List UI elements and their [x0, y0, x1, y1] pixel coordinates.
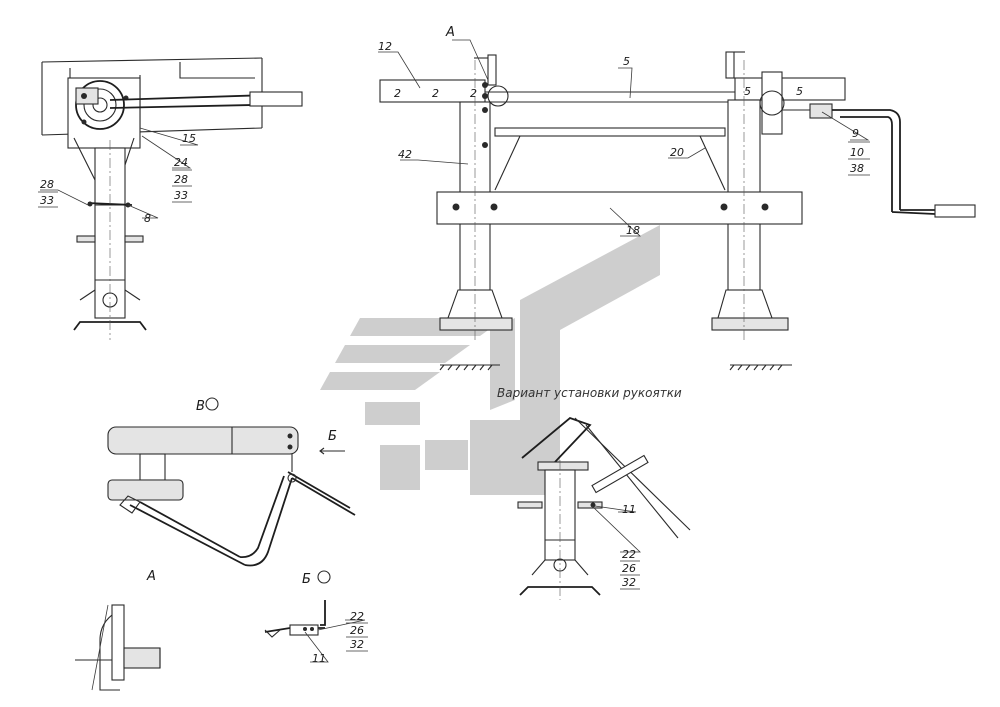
view-label-b-arrow: Б: [328, 429, 337, 444]
callout-8: 8: [144, 212, 151, 225]
callout-28-upper: 28: [174, 173, 188, 186]
callout-26-variant: 26: [622, 562, 636, 575]
view-label-v: В: [196, 399, 205, 414]
callout-26-detail: 26: [350, 624, 364, 637]
rotate-symbol-icon-2: [317, 570, 331, 584]
front-view: [379, 51, 976, 371]
callout-33-upper: 33: [174, 189, 188, 202]
rotate-symbol-icon: [205, 397, 219, 411]
watermark-logo: [320, 225, 660, 495]
callout-9: 9: [852, 127, 859, 140]
leader-lines: [40, 39, 870, 663]
mark-5-a: 5: [744, 85, 751, 98]
callout-38: 38: [850, 162, 864, 175]
callout-22-variant: 22: [622, 548, 636, 561]
callout-11-detail: 11: [312, 652, 326, 665]
callout-20: 20: [670, 146, 684, 159]
beam-marks: 2 2 2 5 5: [394, 85, 803, 100]
callout-28-left: 28: [40, 178, 54, 191]
callout-33-left: 33: [40, 194, 54, 207]
mark-2-a: 2: [394, 87, 401, 100]
callout-11-variant: 11: [622, 503, 636, 516]
detail-a: [75, 604, 161, 691]
callout-18: 18: [626, 224, 640, 237]
view-v: [107, 426, 356, 567]
callout-24: 24: [174, 156, 188, 169]
callout-32-detail: 32: [350, 638, 364, 651]
callouts: 12 5 42 20 18 9 10 38 15 24 28 33 28 33 …: [38, 40, 870, 665]
mark-2-c: 2: [470, 87, 477, 100]
mark-2-b: 2: [432, 87, 439, 100]
variant-caption: Вариант установки рукоятки: [497, 386, 682, 400]
mark-5-b: 5: [796, 85, 803, 98]
detail-b: [264, 600, 326, 638]
side-view: [41, 57, 303, 340]
callout-10: 10: [850, 146, 864, 159]
callout-5: 5: [623, 55, 630, 68]
callout-15: 15: [182, 132, 196, 145]
callout-42: 42: [398, 148, 412, 161]
view-label-b-detail: Б: [302, 572, 311, 587]
view-labels: А В Б А Б: [146, 25, 455, 587]
view-label-a-marker: А: [445, 25, 455, 40]
callout-12: 12: [378, 40, 392, 53]
view-label-a-detail: А: [146, 569, 156, 584]
callout-22-detail: 22: [350, 610, 364, 623]
view-arrow-icon: [319, 447, 345, 455]
callout-32-variant: 32: [622, 576, 636, 589]
handle-variant-view: [517, 416, 691, 600]
